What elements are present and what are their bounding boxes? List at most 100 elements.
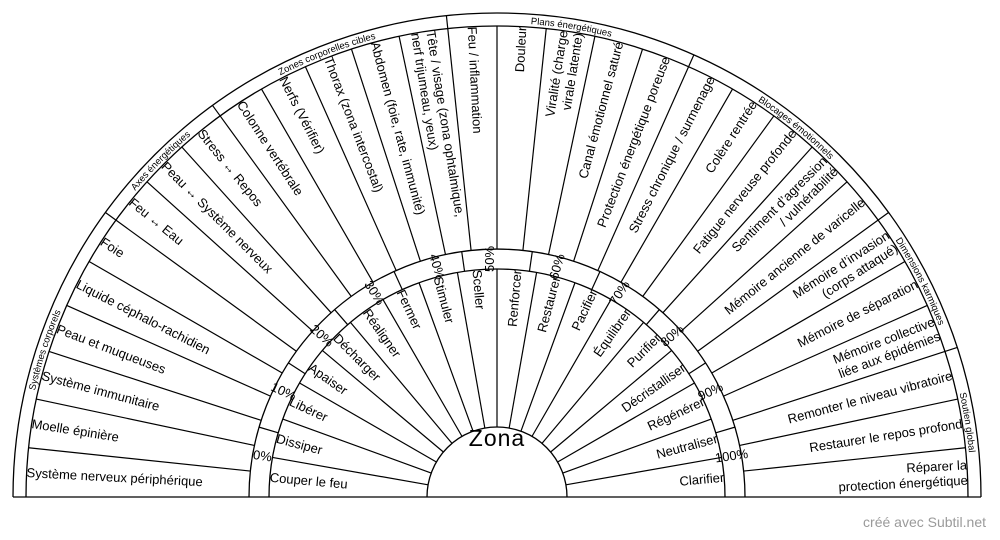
category-divider bbox=[105, 212, 117, 221]
category-divider bbox=[212, 105, 221, 117]
center-label: Zona bbox=[469, 425, 525, 451]
outer-item: Nerfs (Vérifier) bbox=[276, 74, 328, 156]
category-divider bbox=[944, 346, 958, 353]
item-divider bbox=[181, 146, 332, 314]
action-divider bbox=[541, 321, 645, 444]
item-divider bbox=[697, 219, 879, 352]
action-label: Stimuler bbox=[431, 275, 458, 326]
action-label: Sceller bbox=[469, 269, 487, 311]
credit-text: créé avec Subtil.net bbox=[863, 514, 986, 530]
item-divider bbox=[398, 36, 447, 255]
outer-item: Peau ↔ Système nerveux bbox=[159, 159, 277, 277]
item-divider bbox=[48, 350, 262, 421]
percent-divider bbox=[591, 271, 601, 290]
item-divider bbox=[743, 447, 966, 472]
percent-label: 70% bbox=[606, 277, 633, 307]
action-label: Purifier bbox=[624, 330, 664, 370]
outer-item: Système immunitaire bbox=[40, 368, 161, 414]
item-divider bbox=[711, 260, 906, 374]
category-divider bbox=[688, 54, 695, 67]
percent-label: 30% bbox=[361, 278, 388, 308]
outer-item: Feu ↔ Eau bbox=[126, 195, 187, 248]
action-divider bbox=[382, 299, 463, 437]
item-divider bbox=[739, 398, 958, 447]
outer-item: Colère rentrée bbox=[702, 98, 760, 176]
action-divider bbox=[562, 418, 712, 474]
item-divider bbox=[88, 260, 283, 374]
action-label: Neutraliser bbox=[655, 431, 720, 462]
percent-label: 100% bbox=[714, 446, 749, 466]
action-divider bbox=[349, 321, 453, 444]
action-divider bbox=[272, 456, 429, 486]
item-divider bbox=[260, 88, 374, 283]
action-label: Renforcer bbox=[505, 269, 525, 328]
outer-item: Restaurer le repos profond bbox=[808, 416, 963, 455]
item-divider bbox=[447, 28, 472, 251]
category-label-5: Dimensions karmiques bbox=[893, 236, 947, 327]
action-divider bbox=[508, 272, 538, 429]
outer-item: Peau et muqueuses bbox=[55, 321, 169, 377]
action-divider bbox=[418, 282, 474, 432]
item-divider bbox=[547, 36, 596, 255]
action-divider bbox=[550, 349, 673, 453]
outer-item: Stress chronique / surmenage bbox=[626, 74, 718, 235]
action-divider bbox=[520, 282, 576, 432]
action-label: Apaiser bbox=[306, 360, 351, 398]
item-divider bbox=[115, 219, 297, 352]
percent-label: 80% bbox=[657, 321, 687, 350]
action-divider bbox=[557, 382, 695, 463]
item-divider bbox=[36, 398, 255, 447]
action-divider bbox=[299, 382, 437, 463]
item-divider bbox=[662, 146, 813, 314]
item-divider bbox=[723, 304, 928, 397]
outer-item: Sentiment d’agression/ vulnérabilité bbox=[728, 153, 840, 265]
outer-item: Système nerveux périphérique bbox=[26, 465, 203, 489]
action-label: Équilibrer bbox=[590, 305, 634, 359]
percent-divider bbox=[645, 309, 660, 326]
action-divider bbox=[321, 349, 444, 453]
item-divider bbox=[642, 115, 775, 297]
percent-label: 0% bbox=[252, 447, 273, 465]
percent-divider bbox=[528, 251, 533, 272]
outer-arc bbox=[12, 12, 982, 498]
item-divider bbox=[304, 66, 397, 271]
action-divider bbox=[282, 418, 432, 474]
item-divider bbox=[219, 115, 352, 297]
item-divider bbox=[680, 181, 848, 332]
action-label: Réaligner bbox=[360, 306, 405, 361]
action-label: Clarifier bbox=[679, 470, 726, 489]
percent-label: 50% bbox=[482, 246, 497, 272]
percent-divider bbox=[715, 426, 736, 434]
action-label: Libérer bbox=[287, 394, 331, 425]
percent-divider bbox=[334, 309, 349, 326]
action-label: Régénérer bbox=[645, 394, 708, 434]
action-divider bbox=[456, 272, 486, 429]
item-divider bbox=[732, 350, 946, 421]
outer-item: Réparer laprotection énergétique bbox=[837, 457, 969, 494]
chart-lines bbox=[12, 12, 982, 498]
outer-item: Foie bbox=[98, 234, 127, 260]
percent-divider bbox=[258, 426, 279, 434]
action-divider bbox=[531, 299, 612, 437]
percent-divider bbox=[393, 271, 403, 290]
percent-divider bbox=[288, 362, 306, 375]
percent-divider bbox=[461, 251, 466, 272]
item-divider bbox=[620, 88, 734, 283]
item-divider bbox=[522, 28, 547, 251]
percent-label: 60% bbox=[546, 252, 568, 282]
item-divider bbox=[350, 48, 421, 262]
percent-label: 40% bbox=[426, 252, 448, 282]
item-divider bbox=[573, 48, 644, 262]
action-divider bbox=[565, 456, 722, 486]
outer-item: Moelle épinière bbox=[31, 416, 120, 445]
category-divider bbox=[877, 212, 889, 221]
outer-item: Douleur bbox=[512, 26, 529, 73]
percent-label: 20% bbox=[307, 321, 337, 350]
item-divider bbox=[66, 304, 271, 397]
item-divider bbox=[597, 66, 690, 271]
category-divider bbox=[445, 15, 449, 29]
outer-item: Viralité (chargevirale latente) bbox=[542, 29, 586, 120]
percent-divider bbox=[688, 362, 706, 375]
